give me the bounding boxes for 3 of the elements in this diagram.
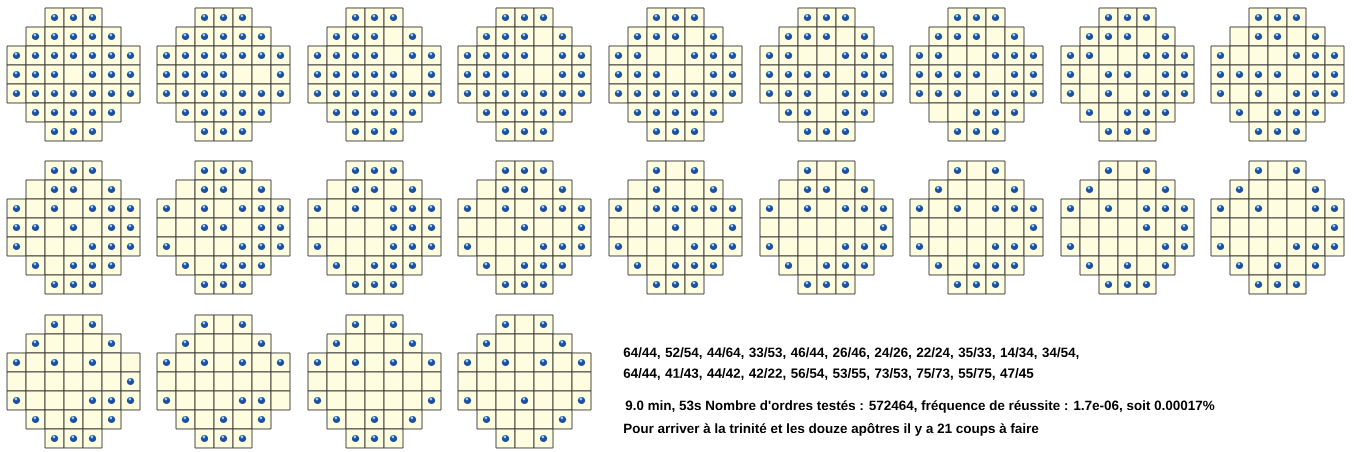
note-text: Pour arriver à la trinité et les douze apôtres il y a 21 coups à faire (624, 422, 1039, 436)
move-list: 64/44, 52/54, 44/64, 33/53, 46/44, 26/46, 24/26, 22/24, 35/33, 14/34, 34/54, 64/44, 41/43, 44/42, 42/22, 56/54, 53/55, 73/53, 75/73, 55/75, 47/45 (623, 347, 1079, 380)
statistics-note: 9.0 min, 53s Nombre d'ordres testés : 572464, fréquence de réussite : 1.7e-06, soit 0.00017% (625, 400, 1215, 413)
